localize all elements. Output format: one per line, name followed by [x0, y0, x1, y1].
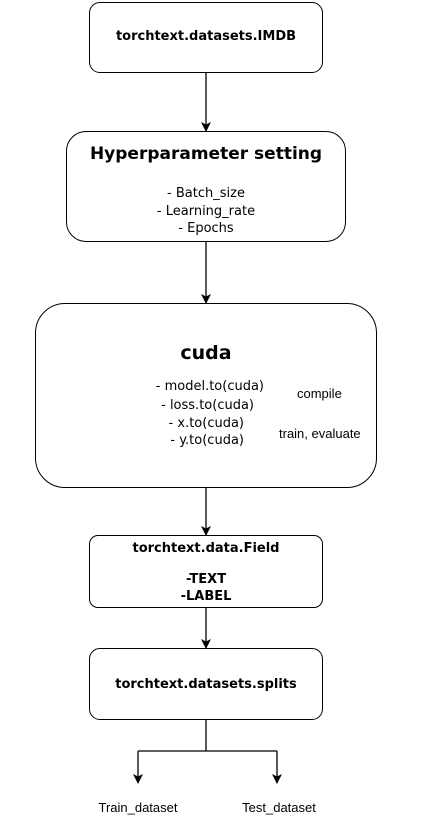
splits-label: torchtext.datasets.splits	[115, 677, 297, 692]
hyperparameter-title: Hyperparameter setting	[89, 144, 323, 164]
field-title: torchtext.data.Field	[132, 541, 280, 556]
test-dataset-label: Test_dataset	[242, 800, 316, 815]
train-evaluate-label: train, evaluate	[279, 426, 361, 441]
splits-box: torchtext.datasets.splits	[89, 648, 323, 720]
hyperparameter-box: Hyperparameter setting - Batch_size - Le…	[66, 131, 346, 242]
hyperparameter-item-learning-rate: - Learning_rate	[156, 204, 256, 219]
cuda-item-model: - model.to(cuda)	[155, 379, 264, 394]
cuda-box: cuda	[35, 303, 377, 488]
cuda-title: cuda	[180, 342, 232, 364]
field-item-text: -TEXT	[185, 572, 227, 587]
hyperparameter-item-batch-size: - Batch_size	[167, 186, 245, 201]
cuda-item-x: - x.to(cuda)	[168, 416, 244, 431]
compile-label: compile	[297, 386, 342, 401]
hyperparameter-item-epochs: - Epochs	[178, 221, 234, 236]
train-dataset-label: Train_dataset	[98, 800, 178, 815]
cuda-item-y: - y.to(cuda)	[170, 433, 244, 448]
field-item-label: -LABEL	[180, 589, 232, 604]
cuda-item-loss: - loss.to(cuda)	[161, 398, 254, 413]
imdb-dataset-label: torchtext.datasets.IMDB	[115, 29, 297, 44]
split-connector	[138, 720, 277, 752]
imdb-dataset-box: torchtext.datasets.IMDB	[89, 2, 323, 73]
field-box: torchtext.data.Field -TEXT -LABEL	[89, 535, 323, 608]
